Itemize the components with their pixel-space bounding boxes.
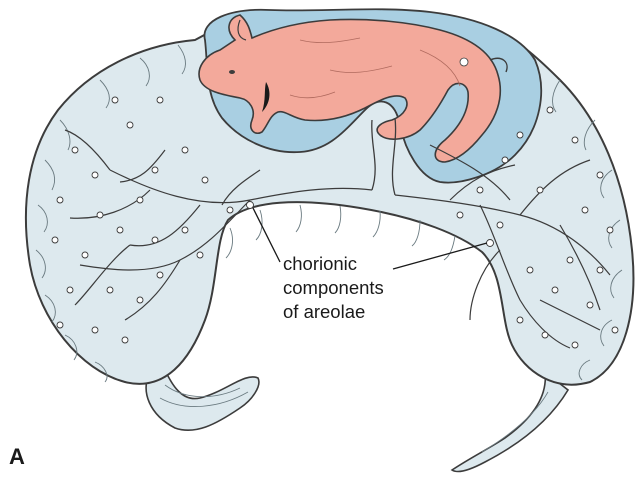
right-stalk xyxy=(452,372,568,472)
panel-letter: A xyxy=(9,444,25,470)
left-stalk xyxy=(146,370,259,430)
leader-line-left xyxy=(253,208,280,262)
callout-line-2: components xyxy=(283,276,384,300)
callout-line-1: chorionic xyxy=(283,252,384,276)
leader-line-right xyxy=(393,243,487,269)
callout-line-3: of areolae xyxy=(283,300,384,324)
callout-label: chorionic components of areolae xyxy=(283,252,384,324)
